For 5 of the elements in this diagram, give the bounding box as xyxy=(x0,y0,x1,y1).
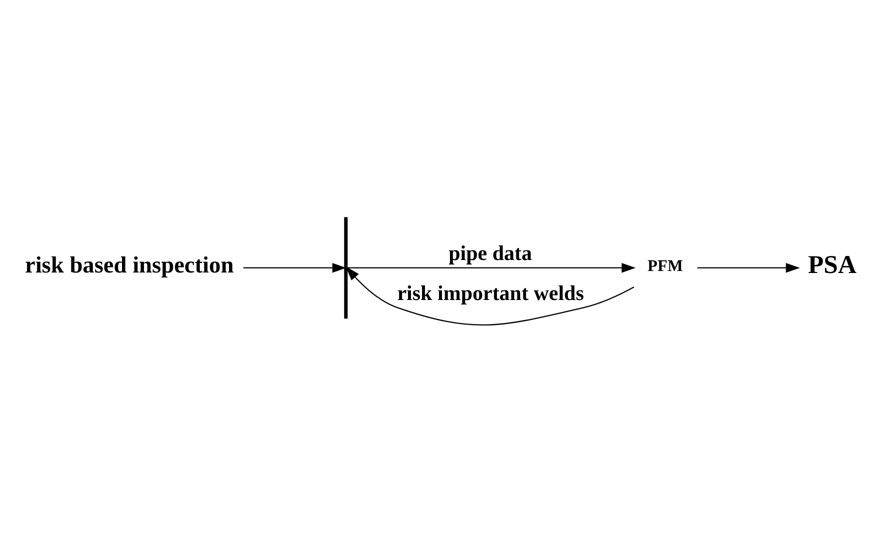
edge-label: pipe data xyxy=(448,241,532,266)
node-text: risk based inspection xyxy=(24,252,234,279)
node-text: PSA xyxy=(808,250,856,280)
node-text: PFM xyxy=(648,256,683,275)
edge-label: risk important welds xyxy=(397,280,584,305)
